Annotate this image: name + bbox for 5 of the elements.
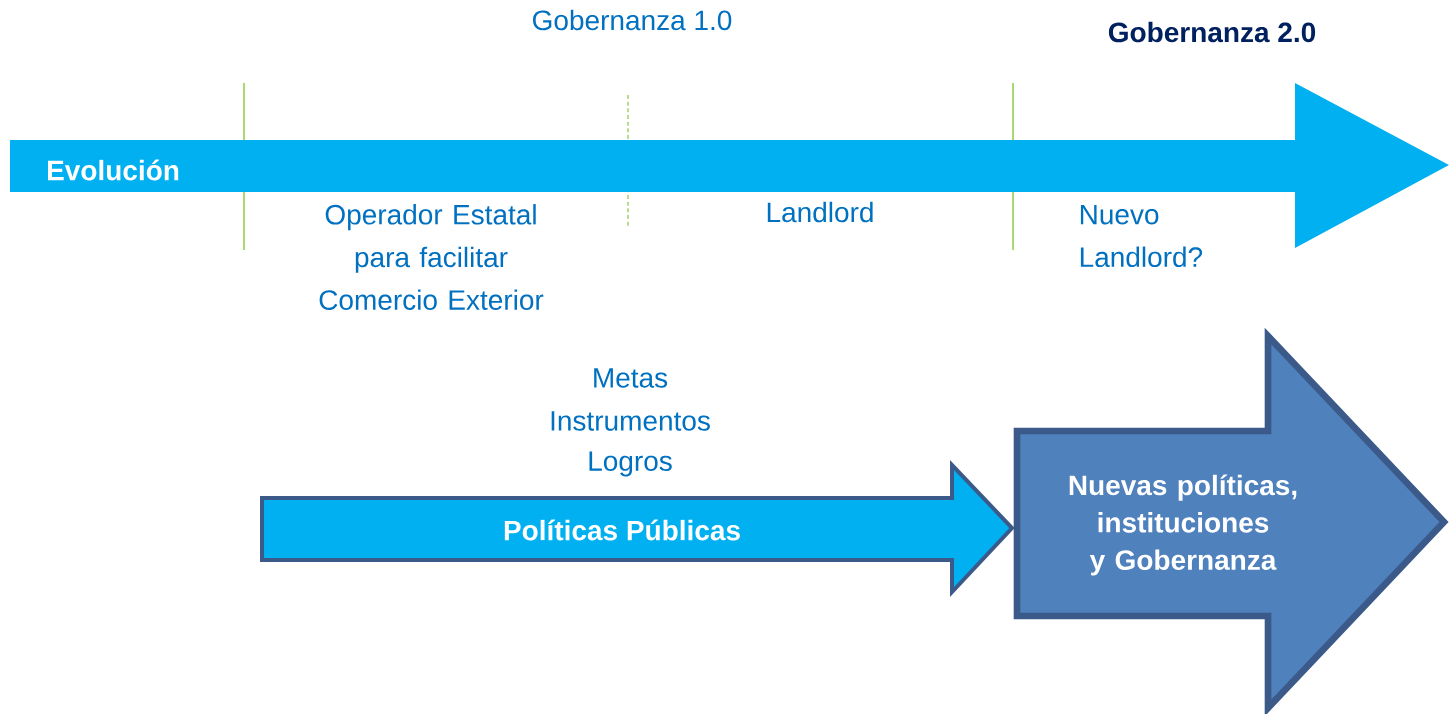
- label-text: Metas: [594, 368, 668, 388]
- label-text: Gobernanza 1.0: [533, 9, 732, 31]
- label-text: Landlord: [767, 201, 873, 223]
- label-text: Gobernanza 2.0: [1108, 21, 1316, 43]
- label-text: Instrumentos: [551, 411, 710, 431]
